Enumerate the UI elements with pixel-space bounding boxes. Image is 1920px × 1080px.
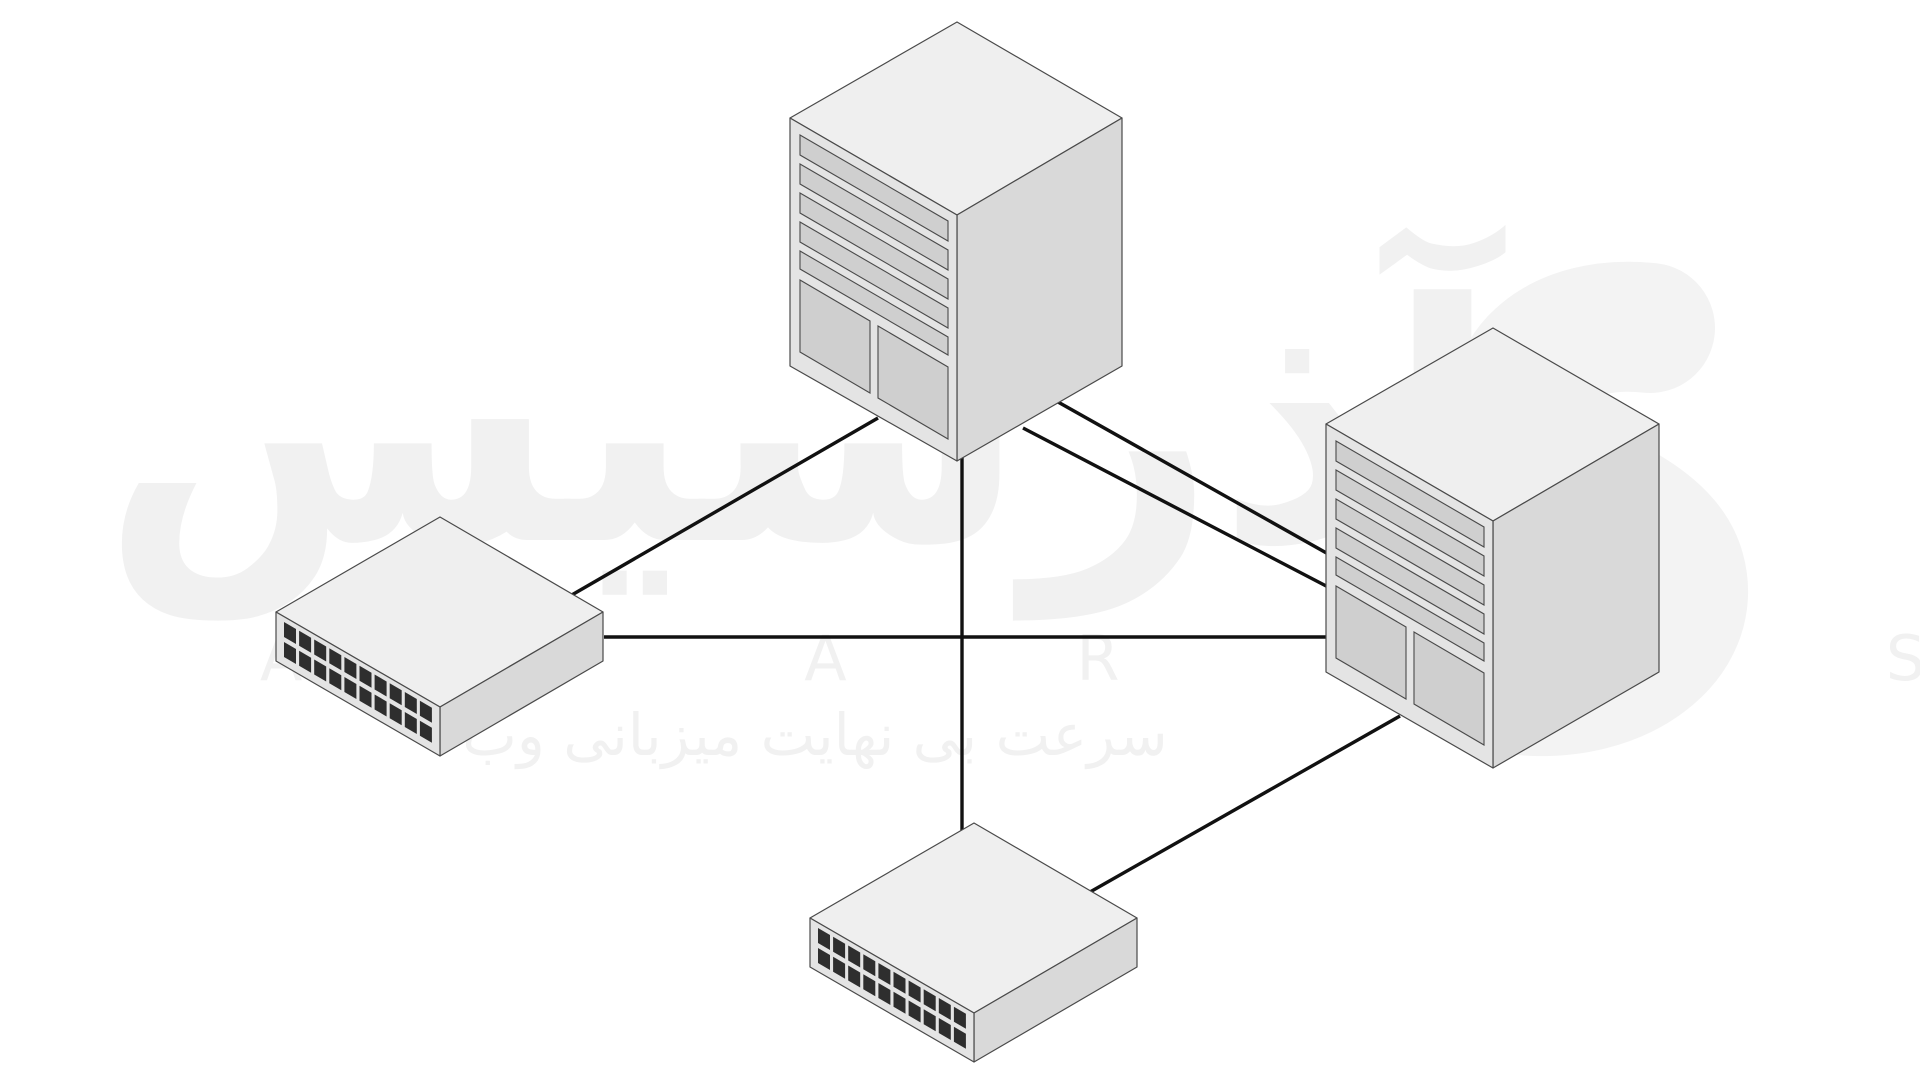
server-tower-icon [1325, 327, 1660, 769]
switch-port [359, 685, 372, 708]
link-server-top-to-server-right-1 [1057, 400, 1331, 557]
switch-port [419, 700, 432, 723]
switch-port [848, 945, 861, 968]
network-switch-icon [275, 516, 604, 757]
switch-port [848, 965, 861, 988]
network-switch-icon [809, 822, 1138, 1063]
switch-port [818, 948, 830, 970]
switch-port [893, 991, 906, 1014]
links [569, 400, 1401, 894]
server-tower-icon [789, 21, 1123, 462]
link-server-top-to-server-right-2 [1022, 426, 1331, 590]
switch-port [908, 980, 921, 1003]
switch-port [284, 622, 296, 644]
switch-port [923, 989, 936, 1012]
server-top [789, 21, 1123, 462]
watermark-tagline: سرعت بی نهایت میزبانی وب [462, 701, 1168, 770]
switch-port [863, 954, 876, 977]
switch-port [374, 694, 387, 717]
switch-port [404, 712, 417, 734]
switch-port [314, 639, 327, 662]
switch-port-grid [818, 928, 966, 1049]
switch-port [344, 657, 357, 679]
switch-port [893, 971, 906, 994]
switch-left [275, 516, 604, 757]
link-switch-bottom-to-server-right [1089, 714, 1401, 894]
switch-port [938, 998, 951, 1020]
switch-port [878, 983, 891, 1005]
switch-port [818, 928, 830, 950]
switch-port [299, 630, 312, 653]
switch-bottom [809, 822, 1138, 1063]
switch-port [284, 642, 296, 664]
switch-port [953, 1006, 966, 1029]
switch-port [359, 665, 372, 688]
switch-port [389, 703, 402, 726]
switch-port [833, 956, 846, 979]
switch-port [953, 1026, 966, 1049]
server-right [1325, 327, 1660, 769]
switch-port [329, 648, 342, 671]
switch-port [938, 1018, 951, 1040]
switch-port [344, 677, 357, 699]
switch-port [314, 659, 327, 682]
switch-port [878, 963, 891, 985]
switch-port-grid [284, 622, 432, 743]
switch-port [863, 974, 876, 997]
switch-port [299, 650, 312, 673]
switch-port [329, 668, 342, 691]
link-server-top-to-switch-left [569, 416, 879, 598]
switch-port [389, 683, 402, 706]
switch-port [923, 1009, 936, 1032]
switch-port [908, 1000, 921, 1023]
switch-port [833, 936, 846, 959]
switch-port [419, 720, 432, 743]
switch-port [374, 674, 387, 697]
switch-port [404, 692, 417, 714]
